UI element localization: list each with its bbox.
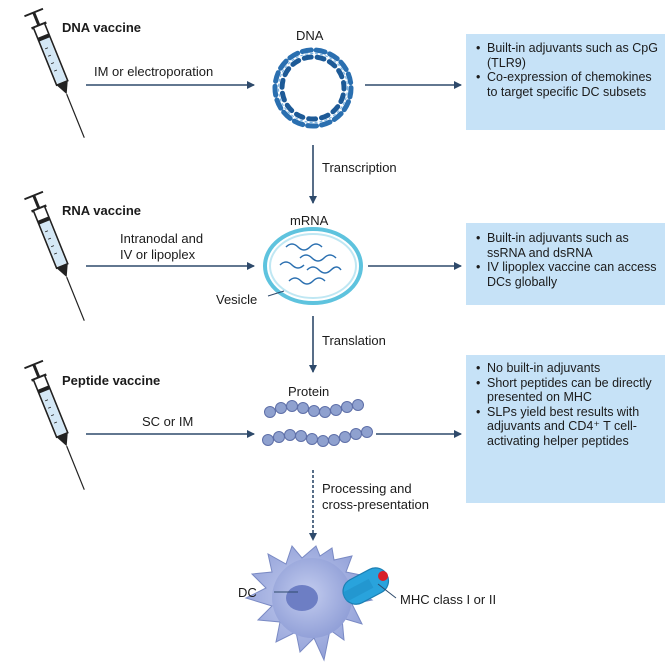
vesicle-label: Vesicle <box>216 292 258 307</box>
processing-label-1: Processing and <box>322 481 412 496</box>
dna-vaccine-title: DNA vaccine <box>62 20 141 35</box>
mhc-label: MHC class I or II <box>400 592 497 607</box>
dna-note-2: Co-expression of chemokines to target sp… <box>476 70 659 99</box>
processing-label-2: cross-presentation <box>322 497 429 512</box>
dc-label: DC <box>238 585 257 600</box>
rna-notes-box: Built-in adjuvants such as ssRNA and dsR… <box>466 223 665 305</box>
peptide-icon <box>378 571 388 581</box>
mhc-pointer <box>377 583 397 599</box>
dna-note-1: Built-in adjuvants such as CpG (TLR9) <box>476 41 659 70</box>
peptide-notes-box: No built-in adjuvants Short peptides can… <box>466 355 665 503</box>
dendritic-cell-icon <box>244 544 397 662</box>
peptide-note-2: Short peptides can be directly presented… <box>476 376 659 405</box>
mrna-label: mRNA <box>290 213 329 228</box>
peptide-route-label: SC or IM <box>142 414 194 429</box>
rna-vaccine-title: RNA vaccine <box>62 203 141 218</box>
rna-note-2: IV lipoplex vaccine can access DCs globa… <box>476 260 659 289</box>
peptide-note-1: No built-in adjuvants <box>476 361 659 376</box>
nucleus-icon <box>286 585 318 611</box>
rna-route-label-2: IV or lipoplex <box>120 247 196 262</box>
vesicle-pointer <box>267 290 285 297</box>
protein-label: Protein <box>288 384 330 399</box>
dna-plasmid-icon <box>272 47 354 129</box>
protein-chain-icon <box>262 399 373 447</box>
transcription-label: Transcription <box>322 160 397 175</box>
dna-notes-box: Built-in adjuvants such as CpG (TLR9) Co… <box>466 34 665 130</box>
rna-route-label-1: Intranodal and <box>120 231 204 246</box>
rna-note-1: Built-in adjuvants such as ssRNA and dsR… <box>476 231 659 260</box>
peptide-note-3: SLPs yield best results with adjuvants a… <box>476 405 659 449</box>
vesicle-icon <box>263 227 363 305</box>
translation-label: Translation <box>322 333 386 348</box>
dna-label: DNA <box>296 28 324 43</box>
mrna-strands-icon <box>279 243 342 285</box>
peptide-vaccine-title: Peptide vaccine <box>62 373 161 388</box>
dna-route-label: IM or electroporation <box>94 64 214 79</box>
